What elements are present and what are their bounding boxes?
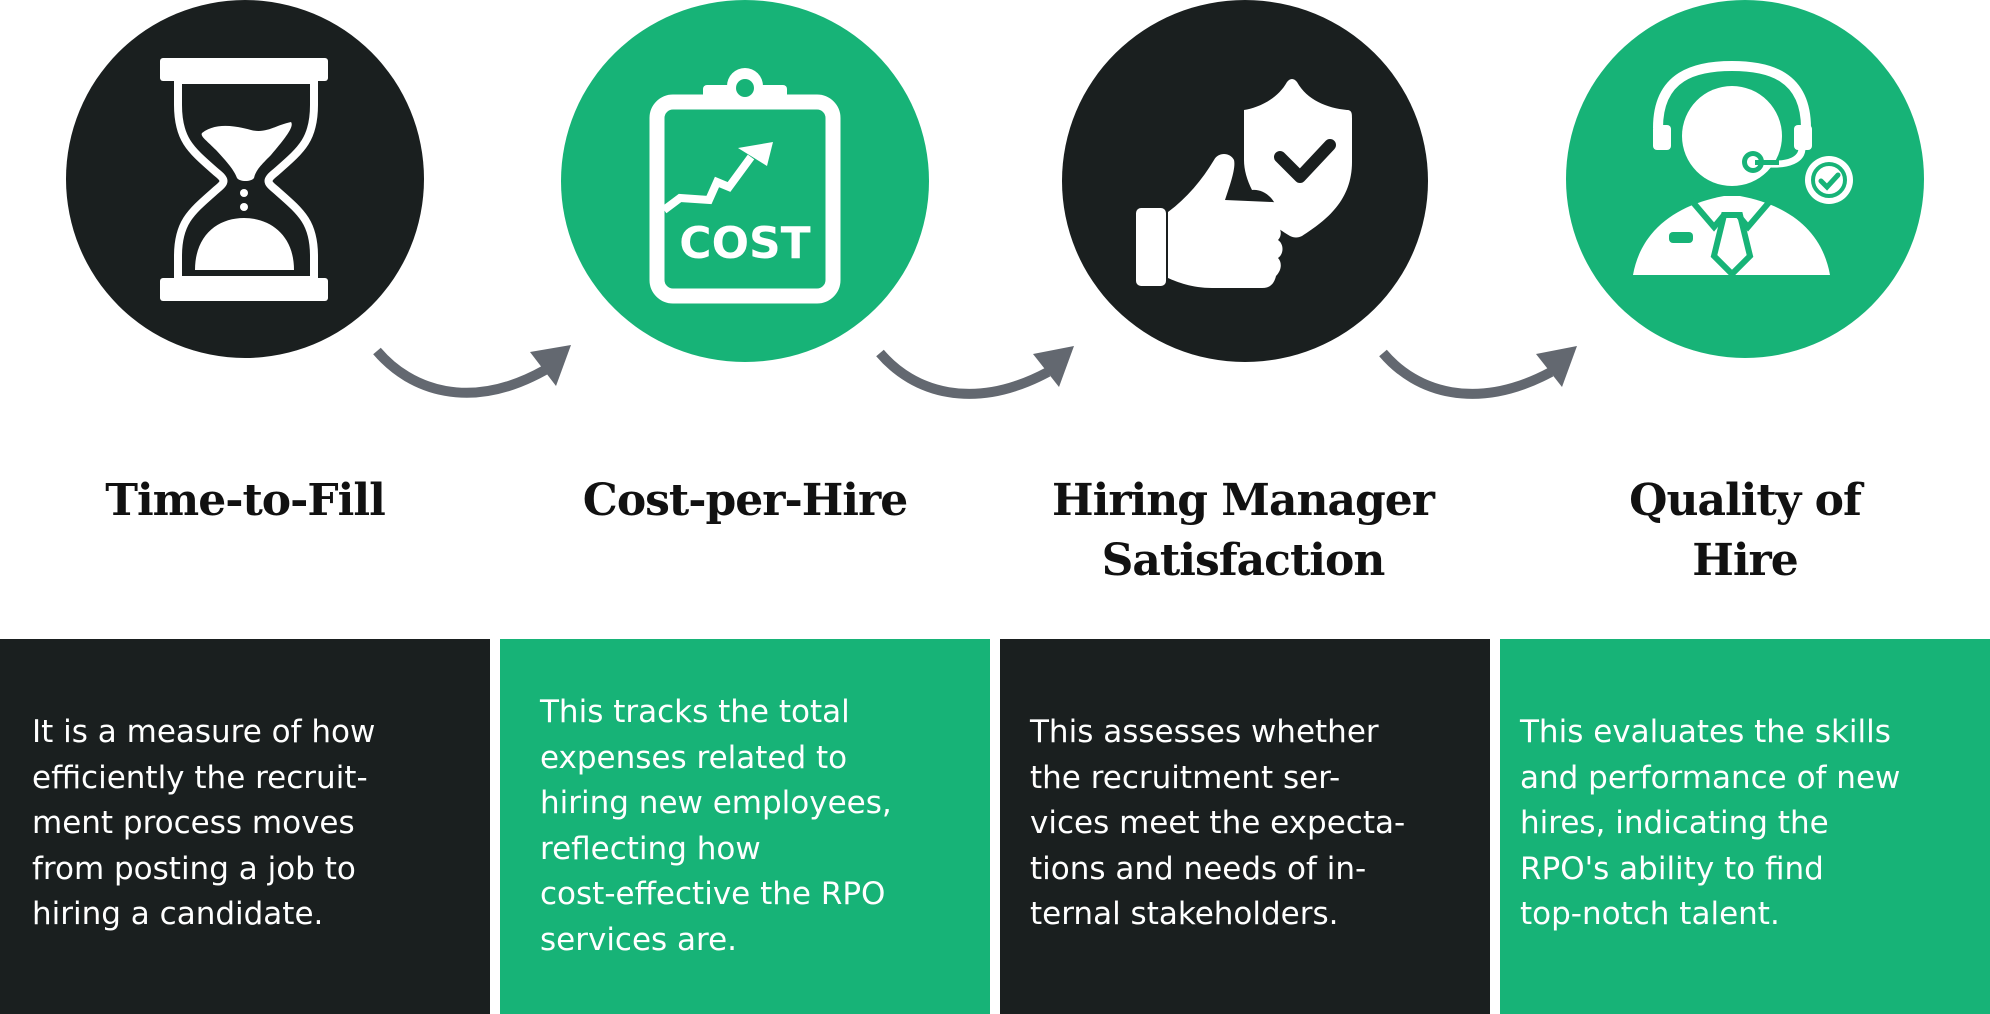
description-line: tions and needs of in-	[1030, 850, 1367, 887]
description-line: ternal stakeholders.	[1030, 896, 1339, 932]
description-line: and performance of new	[1520, 759, 1901, 796]
step-3-description-box: This assesses whether the recruitment se…	[1000, 639, 1490, 1014]
headset-agent-badge-icon	[1633, 60, 1853, 279]
step-3-title: Hiring Manager Satisfaction	[1003, 471, 1483, 591]
description-line: This assesses whether	[1030, 714, 1379, 750]
step-1-description-box: It is a measure of how efficiently the r…	[0, 639, 490, 1014]
description-line: RPO's ability to find	[1520, 850, 1824, 887]
flow-arrow-3	[1379, 346, 1577, 399]
description-line: reflecting how	[540, 830, 761, 867]
step-4-title-line-2: Hire	[1692, 535, 1798, 586]
step-4-description-box: This evaluates the skills and performanc…	[1500, 639, 1990, 1014]
description-line: hiring a candidate.	[32, 896, 324, 932]
thumbs-up-shield-icon	[1136, 79, 1352, 288]
description-line: expenses related to	[540, 739, 848, 776]
step-2-description: This tracks the total expenses related t…	[540, 690, 980, 963]
description-line: hires, indicating the	[1520, 805, 1829, 841]
step-2-icon-circle: COST	[561, 0, 929, 362]
cost-clipboard-icon: COST	[649, 68, 841, 304]
step-4-icon-circle	[1566, 0, 1924, 358]
description-line: cost-effective the RPO	[540, 876, 886, 912]
step-1-title-line: Time-to-Fill	[105, 475, 386, 526]
step-3-description: This assesses whether the recruitment se…	[1030, 710, 1480, 938]
description-line: hiring new employees,	[540, 785, 892, 821]
step-3-icon-circle	[1062, 0, 1428, 362]
step-4-title: Quality of Hire	[1505, 471, 1985, 591]
step-2-title-line: Cost-per-Hire	[582, 475, 908, 526]
step-3-title-line-1: Hiring Manager	[1052, 475, 1435, 526]
description-line: This evaluates the skills	[1520, 714, 1891, 750]
step-1-title: Time-to-Fill	[5, 471, 485, 531]
description-line: This tracks the total	[540, 694, 850, 730]
description-line: from posting a job to	[32, 850, 356, 887]
description-line: efficiently the recruit-	[32, 759, 368, 796]
hourglass-icon	[160, 58, 328, 301]
cost-label: COST	[679, 218, 810, 269]
step-2-title: Cost-per-Hire	[505, 471, 985, 531]
step-2-description-box: This tracks the total expenses related t…	[500, 639, 990, 1014]
flow-arrow-2	[876, 346, 1074, 399]
description-line: vices meet the expecta-	[1030, 805, 1406, 841]
description-line: ment process moves	[32, 805, 355, 841]
step-3-title-line-2: Satisfaction	[1101, 535, 1386, 586]
step-1-icon-circle	[66, 0, 424, 358]
description-line: It is a measure of how	[32, 714, 376, 750]
flow-arrow-1	[373, 345, 571, 398]
description-line: the recruitment ser-	[1030, 759, 1341, 796]
description-line: top-notch talent.	[1520, 896, 1780, 932]
step-1-description: It is a measure of how efficiently the r…	[32, 710, 480, 938]
step-4-title-line-1: Quality of	[1629, 475, 1862, 526]
step-4-description: This evaluates the skills and performanc…	[1520, 710, 1980, 938]
description-line: services are.	[540, 921, 738, 958]
